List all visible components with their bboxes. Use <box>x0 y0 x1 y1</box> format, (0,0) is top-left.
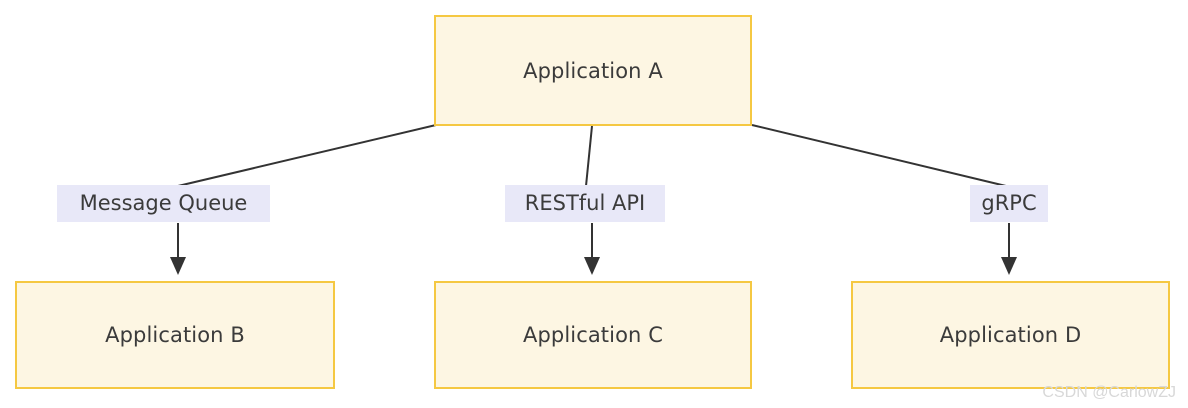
edge-label-text-message-queue: Message Queue <box>79 191 248 215</box>
node-application-b[interactable]: Application B <box>15 281 335 389</box>
edge-label-text-restful-api: RESTful API <box>524 191 646 215</box>
node-application-c[interactable]: Application C <box>434 281 752 389</box>
edge-label-grpc[interactable]: gRPC <box>970 185 1048 222</box>
edge-line-appA-to-messagequeue <box>177 124 437 187</box>
watermark-text: CSDN @CarlowZJ <box>1042 384 1176 401</box>
edge-label-message-queue[interactable]: Message Queue <box>57 185 270 222</box>
node-application-d[interactable]: Application D <box>851 281 1170 389</box>
edge-label-restful-api[interactable]: RESTful API <box>505 185 665 222</box>
node-label-application-d: Application D <box>939 323 1082 347</box>
node-application-a[interactable]: Application A <box>434 15 752 126</box>
edge-line-appA-to-restfulapi <box>585 125 593 187</box>
node-label-application-a: Application A <box>523 58 663 83</box>
edge-label-text-grpc: gRPC <box>981 191 1037 215</box>
node-label-application-c: Application C <box>523 323 663 347</box>
node-label-application-b: Application B <box>105 323 245 347</box>
edge-line-appA-to-grpc <box>751 124 1007 187</box>
